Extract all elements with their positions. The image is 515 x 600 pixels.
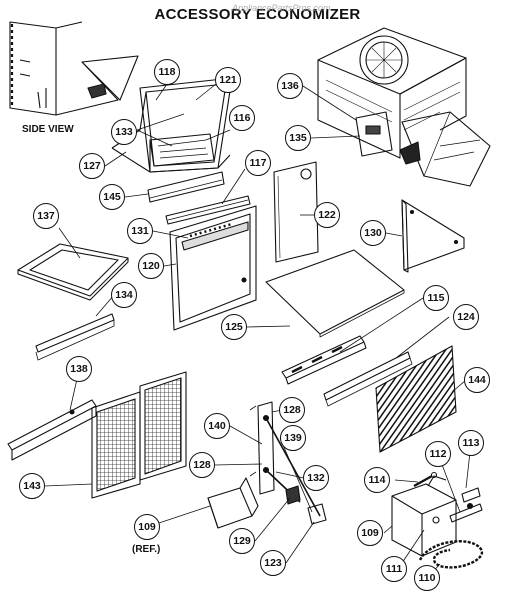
callout-131[interactable]: 131 [127, 218, 153, 244]
hood-assembly [111, 77, 233, 173]
part-112-shape [449, 503, 483, 523]
part-114-shape [413, 475, 433, 487]
part-145-shape [147, 171, 225, 203]
side-view-label: SIDE VIEW [22, 124, 74, 135]
callout-135[interactable]: 135 [285, 125, 311, 151]
callout-143[interactable]: 143 [19, 473, 45, 499]
callout-117[interactable]: 117 [245, 150, 271, 176]
callout-124[interactable]: 124 [453, 304, 479, 330]
callout-137[interactable]: 137 [33, 203, 59, 229]
callout-122[interactable]: 122 [314, 202, 340, 228]
part-134-shape [35, 313, 115, 353]
callout-139[interactable]: 139 [280, 425, 306, 451]
diagram-title: ACCESSORY ECONOMIZER [154, 6, 361, 23]
part-109a-shape [207, 477, 259, 529]
part-113-shape [461, 487, 481, 503]
callout-120[interactable]: 120 [138, 253, 164, 279]
side-view-inset [9, 21, 139, 116]
callout-116[interactable]: 116 [229, 105, 255, 131]
callout-112[interactable]: 112 [425, 441, 451, 467]
callout-113[interactable]: 113 [458, 430, 484, 456]
callout-145[interactable]: 145 [99, 184, 125, 210]
callout-114[interactable]: 114 [364, 467, 390, 493]
callout-125[interactable]: 125 [221, 314, 247, 340]
watermark: AppliancePartsPros.com [232, 3, 331, 13]
callout-133[interactable]: 133 [111, 119, 137, 145]
part-117-shape [165, 195, 251, 225]
callout-136[interactable]: 136 [277, 73, 303, 99]
part-130-shape [401, 199, 465, 273]
callout-109-right[interactable]: 109 [357, 520, 383, 546]
part-110-shape [418, 540, 484, 569]
part-120-shape [169, 205, 257, 331]
callout-129[interactable]: 129 [229, 528, 255, 554]
part-144-shape [375, 345, 457, 453]
callout-140[interactable]: 140 [204, 413, 230, 439]
part-122-shape [273, 161, 319, 263]
callout-109-left[interactable]: 109 [134, 514, 160, 540]
callout-144[interactable]: 144 [464, 367, 490, 393]
part-115-shape [281, 335, 367, 385]
callout-134[interactable]: 134 [111, 282, 137, 308]
linkage-assembly [249, 401, 327, 525]
ref-label: (REF.) [132, 544, 161, 555]
callout-128-lower[interactable]: 128 [189, 452, 215, 478]
part-138-shape [7, 399, 97, 461]
callout-138[interactable]: 138 [66, 356, 92, 382]
part-143-shape [91, 371, 187, 499]
callout-118[interactable]: 118 [154, 59, 180, 85]
part-125-shape [265, 249, 405, 338]
callout-111[interactable]: 111 [381, 556, 407, 582]
callout-130[interactable]: 130 [360, 220, 386, 246]
callout-110[interactable]: 110 [414, 565, 440, 591]
part-109b-shape [391, 475, 457, 557]
callout-123[interactable]: 123 [260, 550, 286, 576]
part-137-shape [17, 243, 129, 301]
callout-128-upper[interactable]: 128 [279, 397, 305, 423]
callout-115[interactable]: 115 [423, 285, 449, 311]
rooftop-unit [317, 27, 491, 187]
callout-127[interactable]: 127 [79, 153, 105, 179]
callout-121[interactable]: 121 [215, 67, 241, 93]
callout-132[interactable]: 132 [303, 465, 329, 491]
